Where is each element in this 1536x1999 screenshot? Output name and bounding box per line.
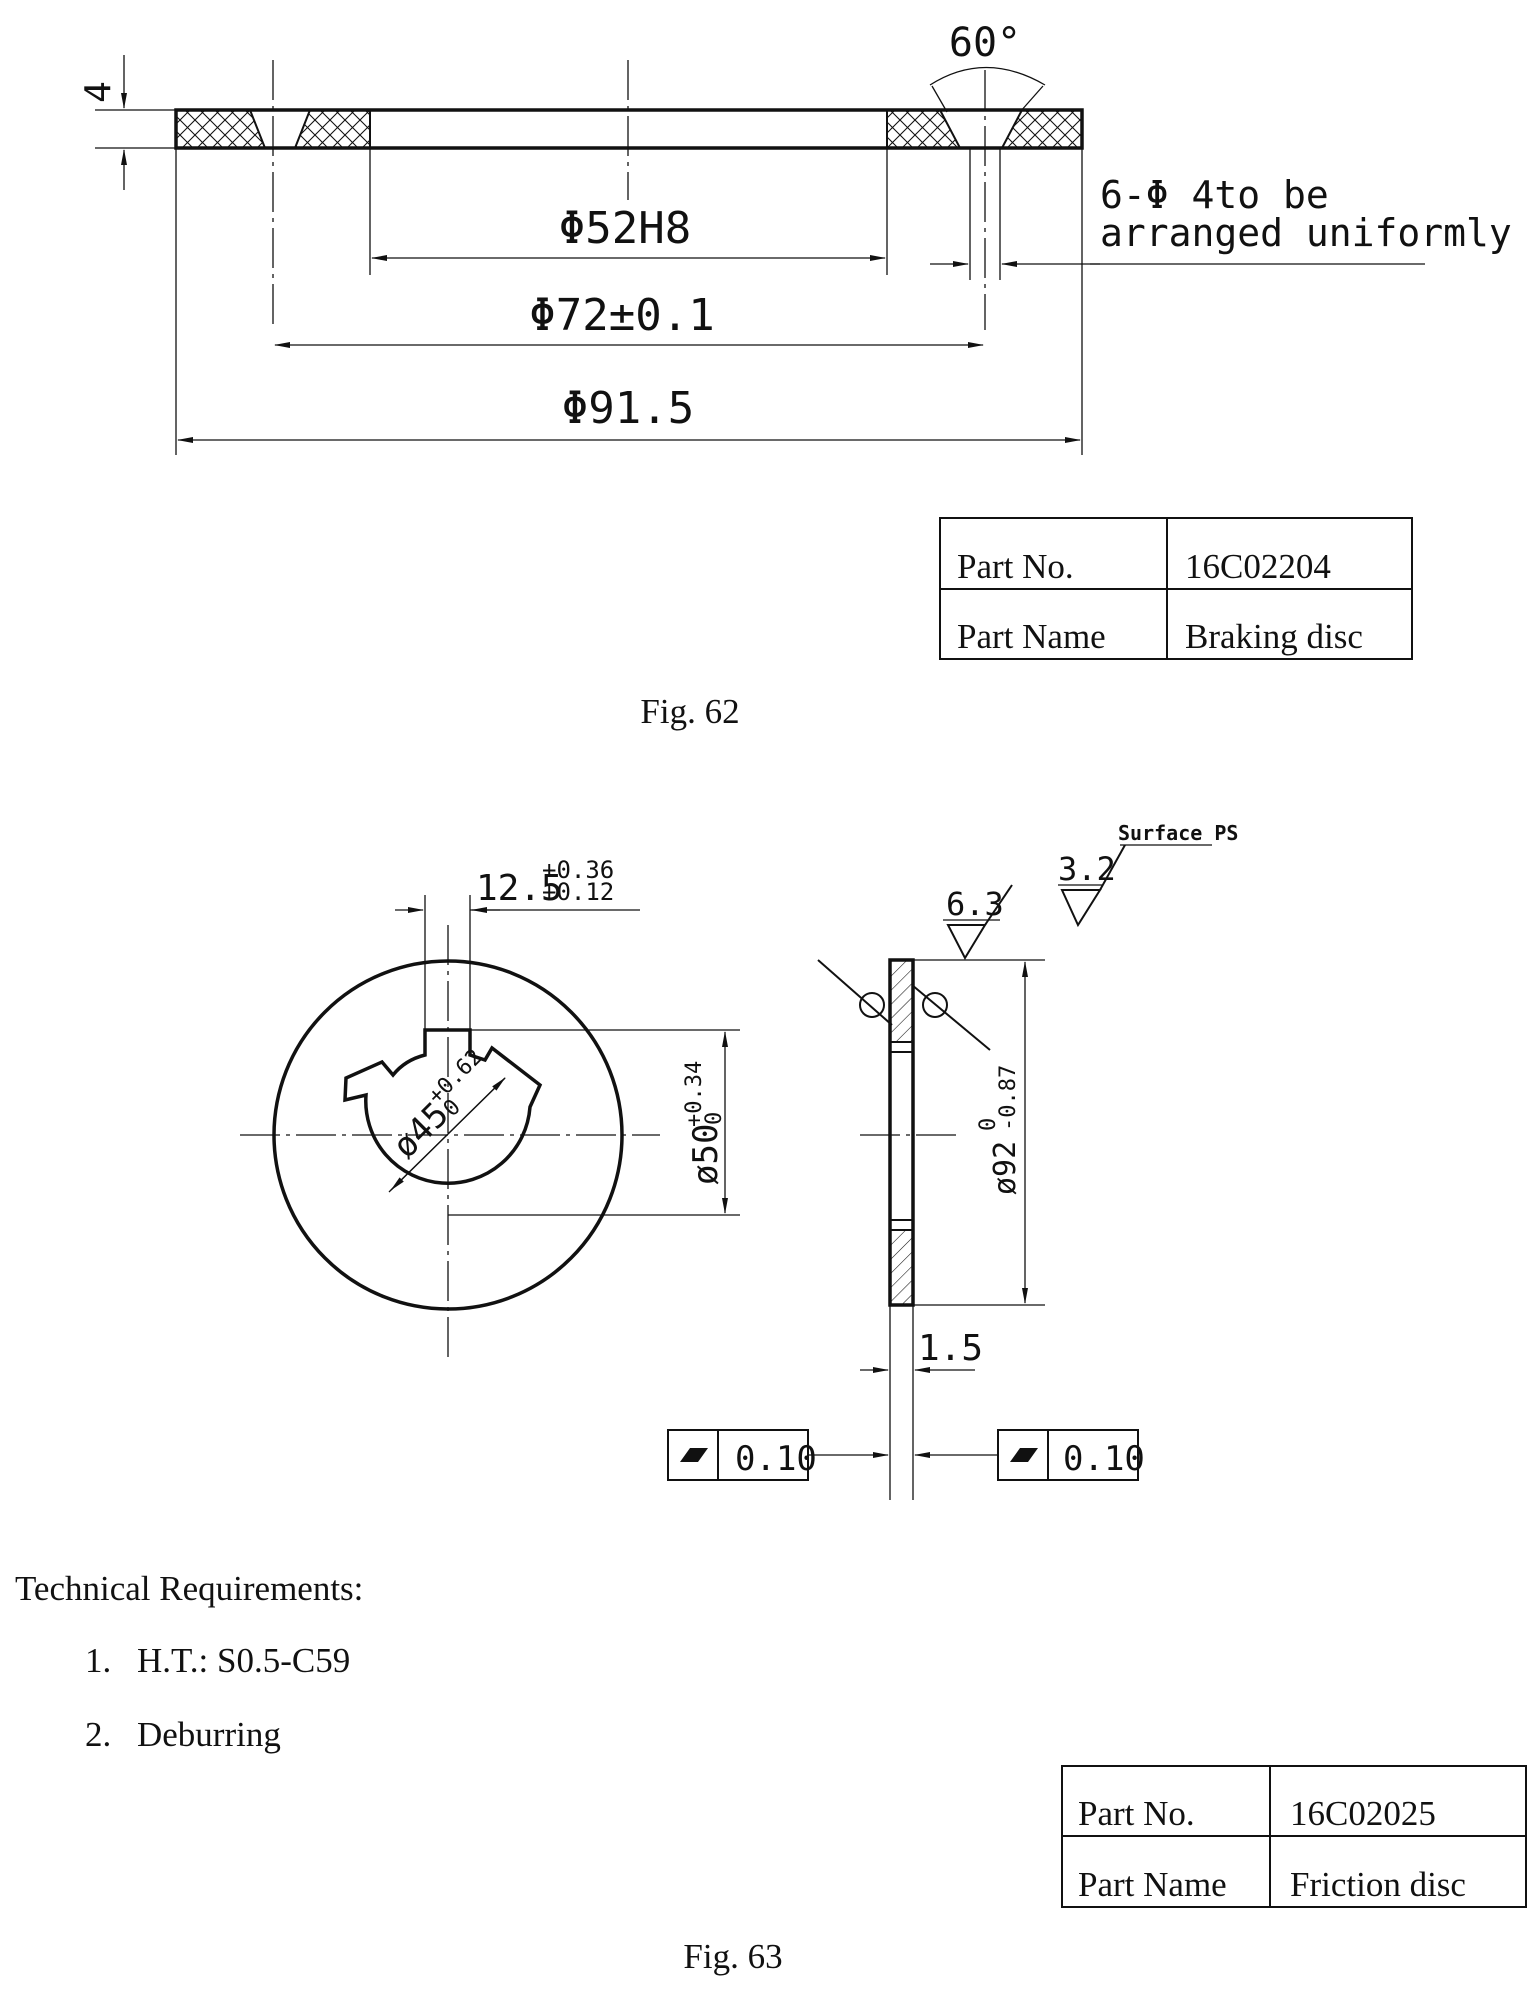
fig63-outer-dia: ø92	[988, 1141, 1023, 1195]
fig63-flatness-right: 0.10	[914, 1429, 1145, 1481]
fig63-spline-tol-upper: +0.34	[682, 1061, 707, 1127]
fig63-inner-tol-upper: +0.62	[423, 1045, 488, 1110]
fig62-section-view: 4 60° Φ52H8 Φ72±0.1 Φ91.5 6-Φ 4to be arr…	[78, 20, 1512, 455]
fig63-flatness-left-value: 0.10	[735, 1439, 817, 1479]
fig62-thickness-dim: 4	[78, 81, 119, 103]
fig62-part-name-value: Braking disc	[1185, 617, 1363, 656]
fig63-thickness: 1.5	[918, 1328, 983, 1369]
fig63-spline-dia: ø50	[686, 1124, 726, 1185]
fig62-part-no-value: 16C02204	[1185, 547, 1331, 586]
fig62-part-name-label: Part Name	[957, 617, 1106, 656]
fig62-title-block: Part No. 16C02204 Part Name Braking disc	[939, 517, 1413, 660]
fig62-holes-note-line2: arranged uniformly	[1100, 211, 1512, 255]
flatness-icon	[1010, 1448, 1038, 1462]
fig62-angle-dim: 60°	[949, 20, 1021, 66]
fig63-roughness-side: 6.3	[946, 885, 1004, 923]
fig63-outer-tol-lower: -0.87	[996, 1065, 1021, 1131]
fig63-roughness-general: 3.2	[1058, 850, 1116, 888]
fig63-outer-tol-upper: 0	[976, 1118, 1001, 1131]
fig62-bore-dim: Φ52H8	[559, 203, 691, 254]
fig63-part-no-value: 16C02025	[1290, 1794, 1436, 1833]
requirement-2-text: Deburring	[137, 1715, 281, 1754]
fig62-part-no-label: Part No.	[957, 547, 1074, 586]
technical-requirements: Technical Requirements: 1. H.T.: S0.5-C5…	[15, 1569, 363, 1754]
fig63-spline-tol-lower: 0	[702, 1112, 727, 1125]
requirement-1-text: H.T.: S0.5-C59	[137, 1641, 350, 1680]
requirement-2-num: 2.	[85, 1715, 111, 1754]
fig63-part-no-label: Part No.	[1078, 1794, 1195, 1833]
fig63-side-view: ø92 0 -0.87 1.5 6.3 3.2 Surface PS	[817, 821, 1238, 1500]
requirement-1-num: 1.	[85, 1641, 111, 1680]
fig63-caption: Fig. 63	[683, 1937, 782, 1976]
fig62-hole-circle-dim: Φ72±0.1	[529, 290, 714, 341]
fig63-key-tol-lower: +0.12	[542, 878, 614, 906]
fig63-roughness-note: Surface PS	[1118, 821, 1238, 845]
fig63-part-name-label: Part Name	[1078, 1865, 1227, 1904]
fig63-part-name-value: Friction disc	[1290, 1865, 1466, 1904]
fig62-outer-dim: Φ91.5	[562, 383, 694, 434]
fig63-front-view: 12.5 +0.36 +0.12 ø45 +0.62 0 ø50 +0.34 0	[240, 856, 740, 1360]
fig63-title-block: Part No. 16C02025 Part Name Friction dis…	[1061, 1765, 1527, 1908]
fig63-key-tol-upper: +0.36	[542, 856, 614, 884]
flatness-icon	[680, 1448, 708, 1462]
fig62-holes-note-line1: 6-Φ 4to be	[1100, 173, 1329, 217]
requirements-title: Technical Requirements:	[15, 1569, 363, 1608]
fig63-flatness-left: 0.10	[667, 1429, 889, 1481]
fig63-flatness-right-value: 0.10	[1063, 1439, 1145, 1479]
fig62-caption: Fig. 62	[640, 692, 739, 731]
fig63-key-width: 12.5	[476, 868, 563, 909]
